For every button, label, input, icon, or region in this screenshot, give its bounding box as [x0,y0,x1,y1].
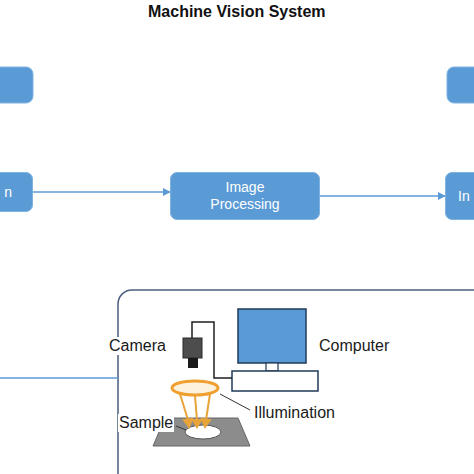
part-label: Computer [318,337,390,355]
part-label: Illumination [253,404,336,422]
light-rays [180,394,210,427]
leader-line [176,426,186,430]
part-label: Sample [118,414,174,432]
panel-link [0,377,118,379]
part-label: Camera [108,337,167,355]
ring-light [172,381,218,395]
process-box: n [0,172,33,212]
monitor [238,309,306,363]
flow-arrow [320,195,445,197]
cut-box [447,67,474,103]
computer-base [232,371,318,391]
leader-line [220,394,250,410]
cut-box [0,67,33,103]
process-box: In [445,172,474,220]
flow-arrow [33,191,170,193]
camera-body [183,338,202,358]
sample [185,425,221,439]
process-box: Image Processing [170,172,320,220]
box-text: Image Processing [201,179,289,213]
box-text: In [458,188,470,205]
diagram-title: Machine Vision System [148,3,326,21]
camera-lens [188,358,198,368]
setup-panel [118,290,474,474]
monitor-stand [266,363,278,371]
box-text: n [4,184,12,201]
